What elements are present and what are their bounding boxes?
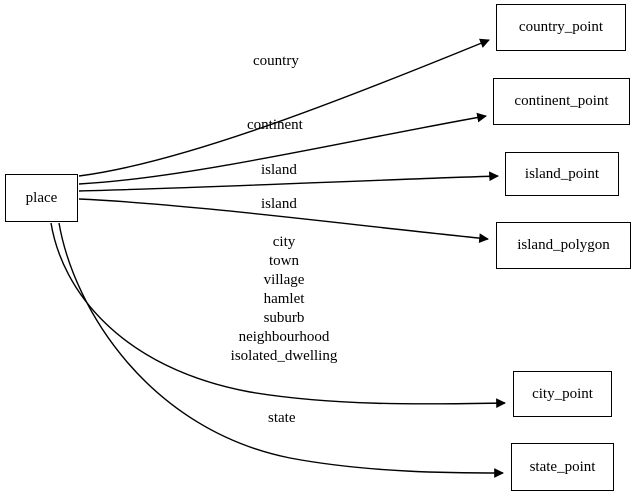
node-island-point[interactable]: island_point [505,152,619,196]
node-city-point-label: city_point [532,385,593,402]
edge-place-island_point [78,171,499,192]
edge-label-continent: continent [247,117,303,133]
edge-label-island-polygon: island [261,196,297,212]
node-city-point[interactable]: city_point [513,371,612,417]
edge-place-city_point [50,222,506,409]
node-country-point-label: country_point [518,19,604,35]
edge-place-island_polygon [78,198,489,243]
edge-label-island-point: island [261,162,297,178]
node-island-polygon[interactable]: island_polygon [496,222,631,269]
node-continent-point-label: continent_point [514,93,609,109]
node-state-point[interactable]: state_point [511,443,614,491]
edge-place-country_point [78,38,490,177]
edge-label-city-group: city town village hamlet suburb neighbou… [230,234,338,364]
node-continent-point[interactable]: continent_point [493,78,630,125]
edge-place-continent_point [78,112,487,185]
edge-label-state: state [268,410,296,426]
edge-place-state_point [58,222,504,478]
node-place[interactable]: place [5,174,78,222]
node-island-polygon-label: island_polygon [517,237,610,253]
node-state-point-label: state_point [529,458,596,475]
edge-label-country: country [253,53,299,69]
node-place-label: place [25,189,58,206]
node-island-point-label: island_point [524,165,600,182]
node-country-point[interactable]: country_point [496,4,626,51]
